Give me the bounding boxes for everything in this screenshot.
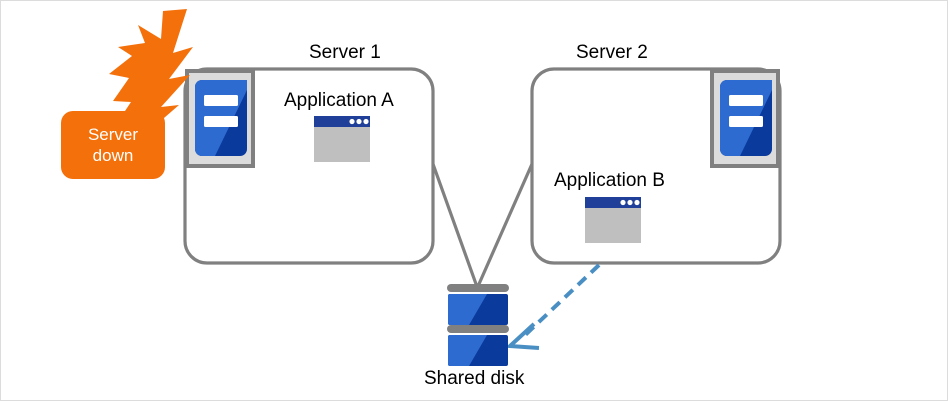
server-down-line2: down — [92, 146, 134, 165]
app-window-icon-a — [314, 116, 370, 162]
server1-title: Server 1 — [309, 42, 381, 63]
application-b-label: Application B — [554, 170, 665, 191]
connector-server1-to-disk — [431, 162, 478, 286]
connector-server2-to-disk — [477, 162, 534, 286]
shared-disk-icon — [447, 284, 509, 366]
server2-title: Server 2 — [576, 42, 648, 63]
server-icon-server1 — [185, 69, 255, 168]
shared-disk-label: Shared disk — [424, 368, 525, 389]
server-icon-server2 — [710, 69, 780, 168]
application-a-label: Application A — [284, 90, 394, 111]
server-down-label: Server down — [65, 114, 161, 176]
app-window-icon-b — [585, 197, 641, 243]
lightning-burst-icon — [109, 9, 193, 131]
dashed-arrow-appb-to-disk — [505, 263, 601, 350]
server-down-badge[interactable] — [61, 111, 165, 179]
server-down-line1: Server — [87, 125, 139, 144]
